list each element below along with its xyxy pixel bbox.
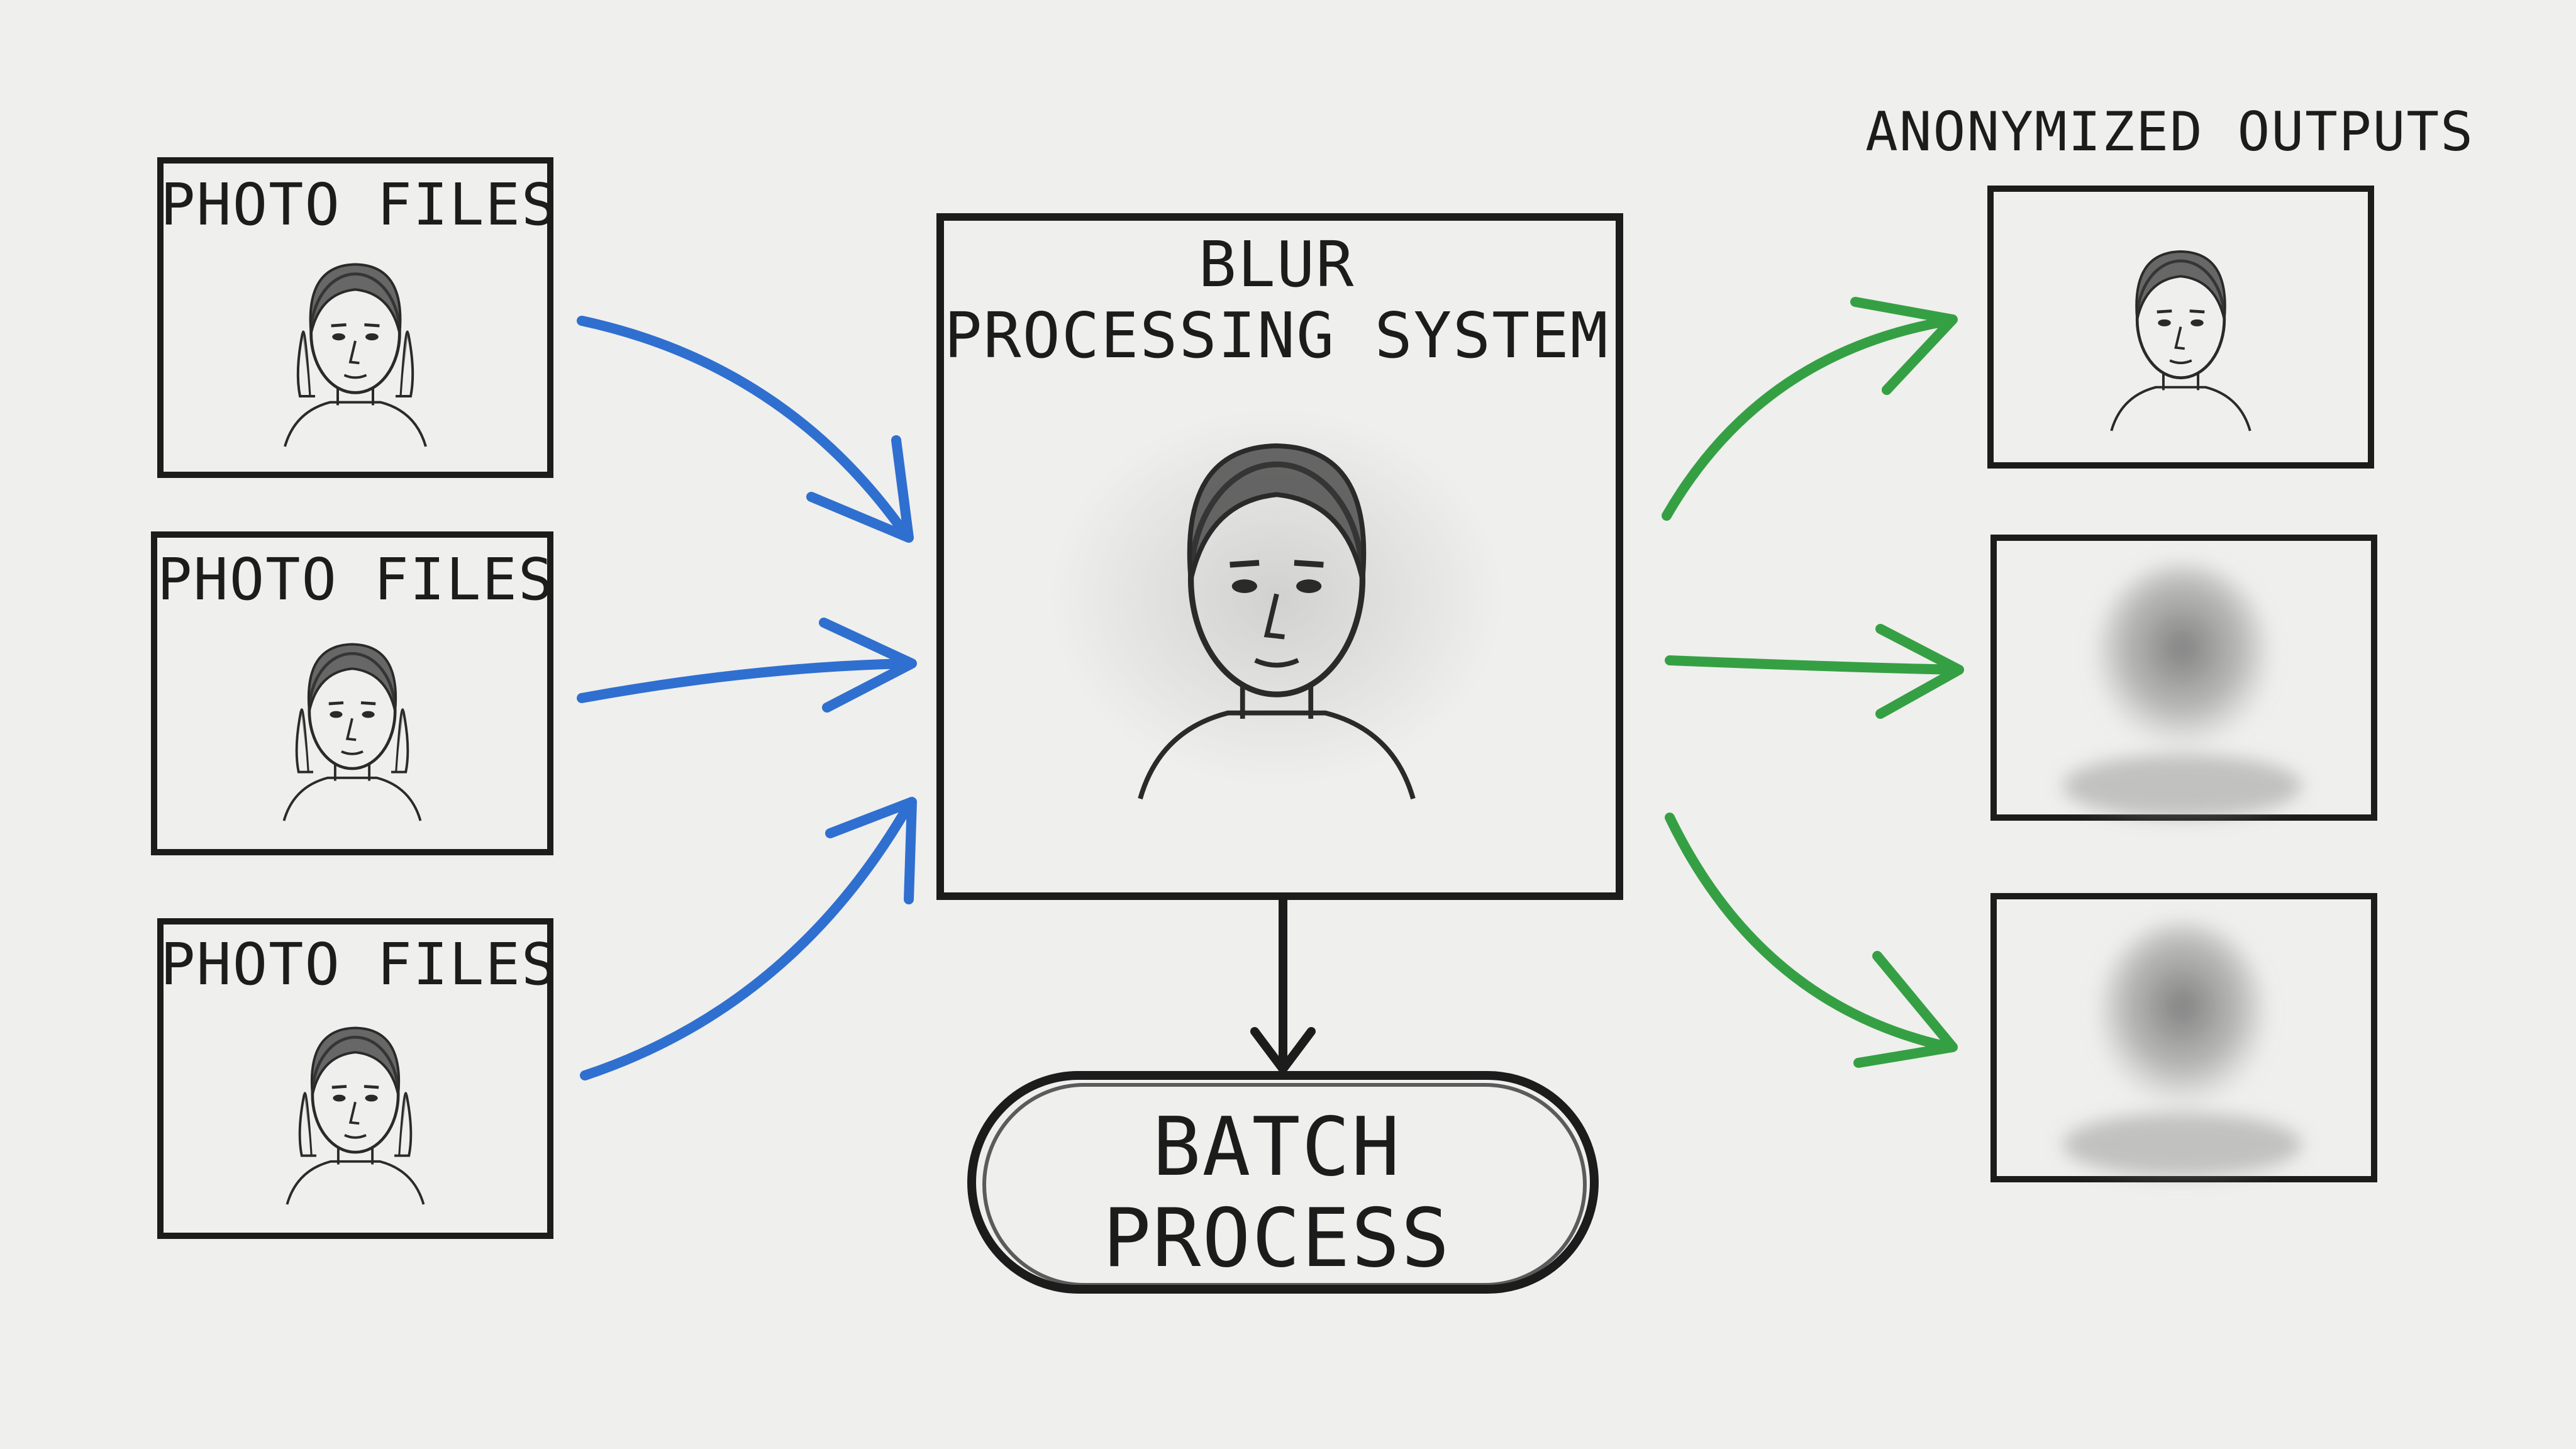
input-arrow-2 bbox=[577, 618, 917, 713]
input-arrow-1 bbox=[577, 316, 914, 543]
processor-title-line1: BLUR bbox=[1198, 228, 1355, 301]
output-arrow-3 bbox=[1665, 813, 1958, 1068]
input-label-2: PHOTO FILES bbox=[157, 546, 555, 613]
output-photo-frame-1 bbox=[1987, 186, 2374, 469]
output-photo-frame-3 bbox=[1990, 893, 2377, 1182]
batch-label-line1: BATCH bbox=[1152, 1101, 1401, 1194]
batch-label-line2: PROCESS bbox=[1102, 1192, 1451, 1285]
input-photo-frame-2 bbox=[151, 531, 553, 855]
input-photo-frame-3 bbox=[157, 918, 553, 1239]
output-photo-frame-2 bbox=[1990, 535, 2377, 821]
input-label-3: PHOTO FILES bbox=[160, 931, 558, 998]
processor-title-line2: PROCESSING SYSTEM bbox=[944, 299, 1609, 372]
blur-processing-system-box bbox=[936, 213, 1623, 900]
outputs-header: ANONYMIZED OUTPUTS bbox=[1865, 101, 2474, 164]
output-arrow-2 bbox=[1665, 624, 1964, 719]
batch-arrow bbox=[1250, 895, 1316, 1074]
input-arrow-3 bbox=[580, 797, 917, 1080]
batch-process-node bbox=[967, 1071, 1599, 1294]
output-arrow-1 bbox=[1662, 297, 1958, 521]
input-photo-frame-1 bbox=[157, 157, 553, 478]
input-label-1: PHOTO FILES bbox=[160, 171, 558, 238]
